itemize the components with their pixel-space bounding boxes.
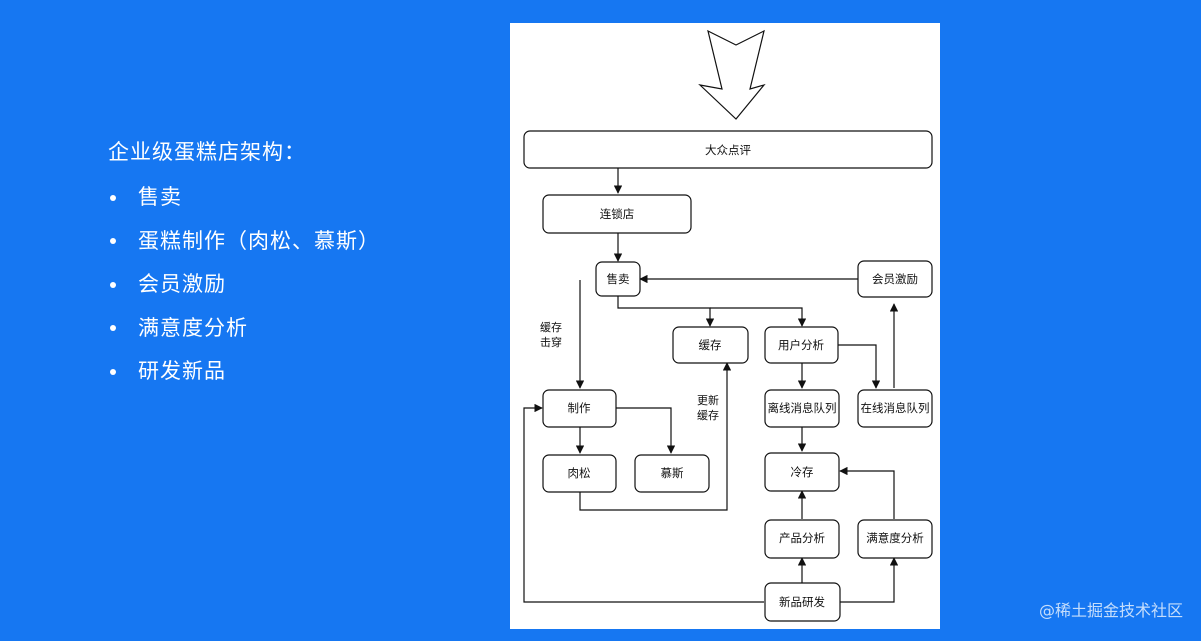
bullet-text: 研发新品 — [138, 359, 226, 383]
edge-satisfaction-cold — [839, 466, 895, 519]
node-rousong: 肉松 — [542, 454, 617, 493]
edge-label-update-cache: 更新 — [697, 393, 719, 407]
svg-text:新品研发: 新品研发 — [779, 595, 825, 609]
bullet-dot-icon — [110, 281, 116, 288]
svg-text:冷存: 冷存 — [791, 465, 814, 479]
site-watermark: @稀土掘金技术社区 — [1038, 601, 1183, 620]
bullet-text: 蛋糕制作（肉松、慕斯） — [138, 228, 380, 253]
bullet-item: 售卖 — [108, 176, 380, 220]
slide-text-panel: 企业级蛋糕店架构： 售卖 蛋糕制作（肉松、慕斯） 会员激励 满意度分析 研发新品 — [108, 136, 380, 394]
bullet-dot-icon — [110, 368, 116, 375]
svg-text:制作: 制作 — [568, 401, 591, 415]
bullet-item: 会员激励 — [108, 263, 380, 307]
node-member-incentive: 会员激励 — [857, 260, 933, 298]
architecture-diagram: 缓存 击穿 更新 缓存 大众点评 连锁店 售卖 会员激励 缓存 用户分析 — [510, 23, 940, 629]
edge-label-cache-penetration: 击穿 — [540, 335, 562, 349]
bullet-text: 售卖 — [138, 185, 182, 209]
bullet-dot-icon — [110, 325, 116, 332]
slide-title: 企业级蛋糕店架构： — [108, 140, 306, 164]
bullet-dot-icon — [110, 238, 116, 245]
node-offline-queue: 离线消息队列 — [764, 389, 840, 428]
bullet-item: 蛋糕制作（肉松、慕斯） — [108, 220, 380, 264]
node-cold-storage: 冷存 — [764, 452, 840, 492]
node-new-product-rd: 新品研发 — [764, 582, 841, 622]
node-dianping: 大众点评 — [523, 130, 933, 169]
edge-sales-cache — [617, 296, 715, 327]
svg-text:在线消息队列: 在线消息队列 — [861, 401, 930, 415]
svg-text:大众点评: 大众点评 — [705, 143, 751, 157]
edge-make-mousse — [616, 407, 676, 454]
node-make: 制作 — [542, 389, 617, 428]
node-sales: 售卖 — [595, 261, 641, 297]
bullet-text: 满意度分析 — [138, 315, 248, 340]
bullet-item: 研发新品 — [108, 350, 380, 394]
edge-label-cache-penetration: 缓存 — [540, 320, 562, 334]
svg-text:慕斯: 慕斯 — [661, 466, 684, 480]
node-online-queue: 在线消息队列 — [857, 389, 933, 428]
bullet-dot-icon — [110, 194, 116, 201]
svg-text:满意度分析: 满意度分析 — [866, 531, 924, 545]
node-mousse: 慕斯 — [634, 454, 710, 493]
node-cache: 缓存 — [672, 326, 749, 364]
bullet-text: 会员激励 — [138, 272, 226, 296]
svg-text:连锁店: 连锁店 — [600, 207, 635, 221]
node-satisfaction-analysis: 满意度分析 — [857, 519, 933, 559]
svg-text:离线消息队列: 离线消息队列 — [768, 401, 837, 415]
bullet-list: 售卖 蛋糕制作（肉松、慕斯） 会员激励 满意度分析 研发新品 — [108, 176, 380, 394]
edge-user-online — [838, 344, 881, 389]
svg-text:用户分析: 用户分析 — [778, 338, 824, 352]
diagram-edges — [523, 168, 899, 603]
entry-arrow-icon — [698, 29, 766, 120]
edge-rd-make — [523, 403, 764, 603]
svg-text:产品分析: 产品分析 — [779, 531, 825, 545]
edge-sales-user — [710, 307, 807, 327]
edge-rd-satisfaction — [840, 557, 899, 603]
node-product-analysis: 产品分析 — [764, 519, 840, 559]
svg-text:售卖: 售卖 — [607, 272, 630, 286]
node-user-analysis: 用户分析 — [764, 326, 839, 364]
svg-text:缓存: 缓存 — [699, 338, 722, 352]
edge-label-update-cache: 缓存 — [697, 408, 719, 422]
diagram-canvas: 缓存 击穿 更新 缓存 大众点评 连锁店 售卖 会员激励 缓存 用户分析 — [523, 29, 933, 622]
edge-rousong-cache — [579, 362, 732, 511]
node-chain-store: 连锁店 — [542, 194, 692, 234]
svg-text:肉松: 肉松 — [568, 466, 591, 480]
svg-text:会员激励: 会员激励 — [872, 272, 918, 286]
bullet-item: 满意度分析 — [108, 307, 380, 351]
